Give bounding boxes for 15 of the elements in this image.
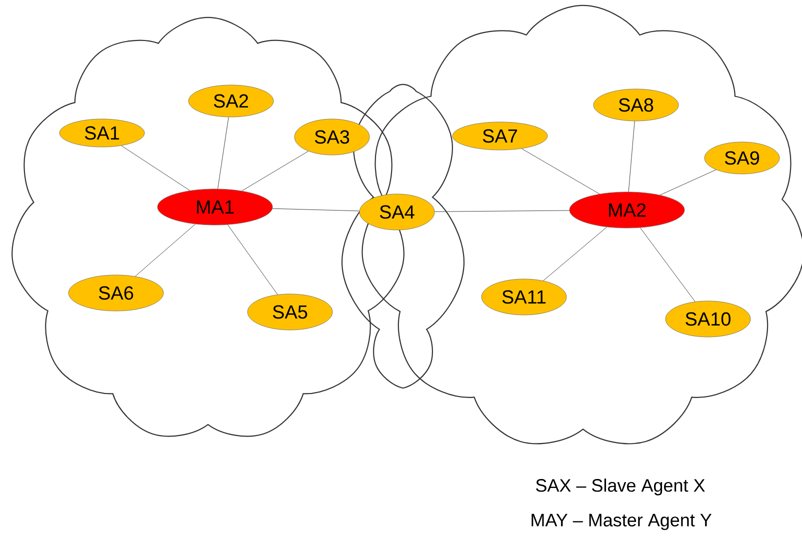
connector-line <box>121 145 190 191</box>
connector-line <box>628 120 635 192</box>
connector-line <box>134 224 196 277</box>
legend-text: MAY – Master Agent Y <box>532 514 712 530</box>
legend-text: SAX – Slave Agent X <box>536 478 705 496</box>
connector-line <box>640 227 696 302</box>
connector-line <box>543 226 608 281</box>
connector-line <box>218 116 229 190</box>
connector-line <box>272 208 360 212</box>
connector-line <box>521 148 600 194</box>
connector-line <box>434 210 570 212</box>
connector-line <box>242 150 309 192</box>
cloud-outline <box>362 4 802 444</box>
connector-line <box>660 169 716 196</box>
connector-line <box>227 224 278 295</box>
